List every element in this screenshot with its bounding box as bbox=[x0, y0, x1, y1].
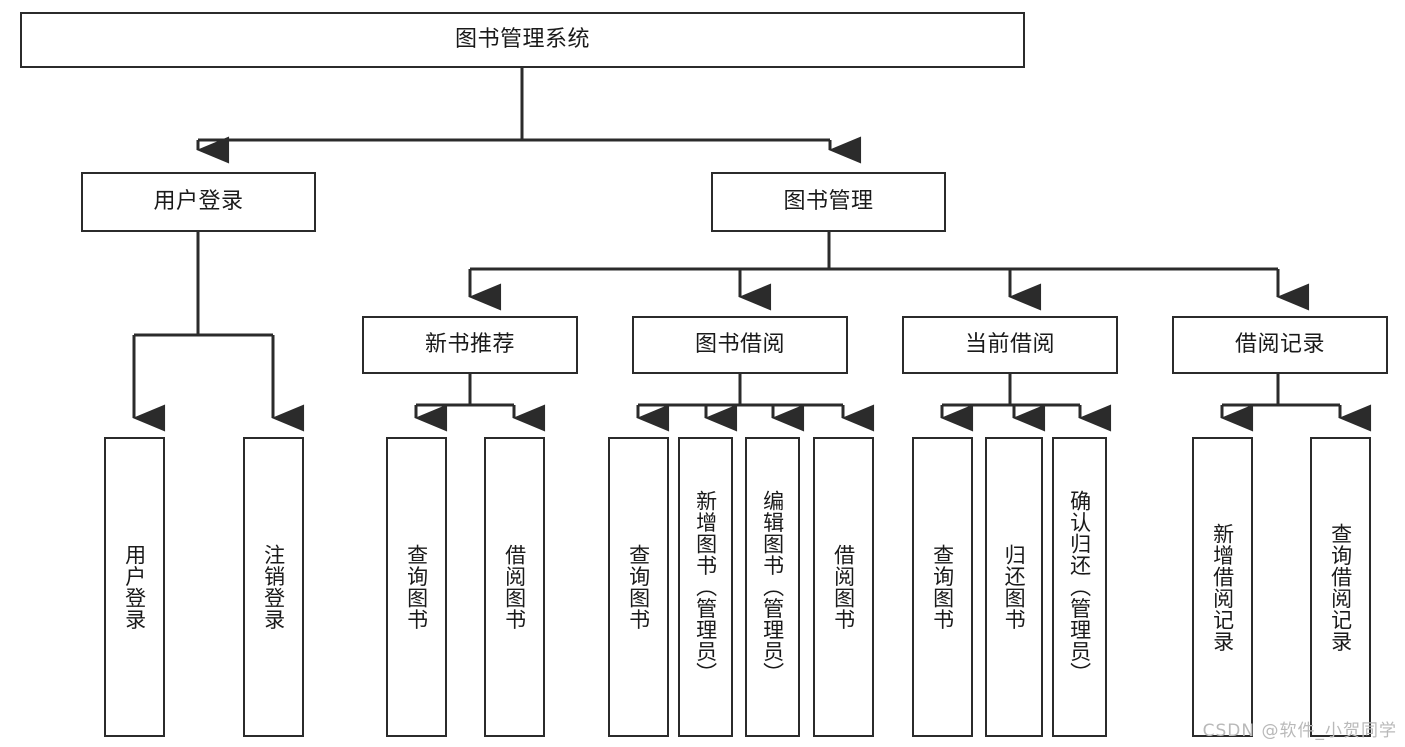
node-leaf-borrow-book-1-label: 借阅图书 bbox=[502, 544, 527, 630]
node-leaf-add-borrow-record-label: 新增借阅记录 bbox=[1210, 522, 1235, 652]
node-new-book-recommend-label: 新书推荐 bbox=[424, 331, 515, 357]
node-root[interactable]: 图书管理系统 bbox=[20, 12, 1025, 68]
node-leaf-borrow-book-1[interactable]: 借阅图书 bbox=[484, 437, 545, 737]
node-leaf-edit-book-admin-label: 编辑图书（管理员） bbox=[760, 490, 785, 684]
node-leaf-query-borrow-record-label: 查询借阅记录 bbox=[1328, 522, 1353, 652]
node-leaf-query-book-2-label: 查询图书 bbox=[626, 544, 651, 630]
node-borrow-record-label: 借阅记录 bbox=[1234, 331, 1325, 357]
node-leaf-query-book-2[interactable]: 查询图书 bbox=[608, 437, 669, 737]
node-leaf-edit-book-admin[interactable]: 编辑图书（管理员） bbox=[745, 437, 800, 737]
node-leaf-query-book-3[interactable]: 查询图书 bbox=[912, 437, 973, 737]
node-leaf-confirm-return-admin-label: 确认归还（管理员） bbox=[1067, 490, 1092, 684]
node-current-borrow-label: 当前借阅 bbox=[964, 331, 1055, 357]
node-book-borrow[interactable]: 图书借阅 bbox=[632, 316, 848, 374]
node-leaf-return-book[interactable]: 归还图书 bbox=[985, 437, 1043, 737]
node-leaf-borrow-book-2[interactable]: 借阅图书 bbox=[813, 437, 874, 737]
node-leaf-query-book-3-label: 查询图书 bbox=[930, 544, 955, 630]
node-user-login[interactable]: 用户登录 bbox=[81, 172, 316, 232]
node-borrow-record[interactable]: 借阅记录 bbox=[1172, 316, 1388, 374]
node-user-login-label: 用户登录 bbox=[153, 188, 244, 214]
node-book-borrow-label: 图书借阅 bbox=[694, 331, 785, 357]
node-leaf-query-borrow-record[interactable]: 查询借阅记录 bbox=[1310, 437, 1371, 737]
node-book-management-label: 图书管理 bbox=[783, 188, 874, 214]
node-current-borrow[interactable]: 当前借阅 bbox=[902, 316, 1118, 374]
node-leaf-user-login[interactable]: 用户登录 bbox=[104, 437, 165, 737]
node-leaf-user-logout[interactable]: 注销登录 bbox=[243, 437, 304, 737]
node-leaf-return-book-label: 归还图书 bbox=[1002, 544, 1027, 630]
node-leaf-add-book-admin[interactable]: 新增图书（管理员） bbox=[678, 437, 733, 737]
node-leaf-confirm-return-admin[interactable]: 确认归还（管理员） bbox=[1052, 437, 1107, 737]
node-leaf-add-borrow-record[interactable]: 新增借阅记录 bbox=[1192, 437, 1253, 737]
watermark-text: CSDN @软件_小贺同学 bbox=[1202, 721, 1397, 741]
node-book-management[interactable]: 图书管理 bbox=[711, 172, 946, 232]
node-leaf-add-book-admin-label: 新增图书（管理员） bbox=[693, 490, 718, 684]
node-leaf-query-book-1-label: 查询图书 bbox=[404, 544, 429, 630]
node-new-book-recommend[interactable]: 新书推荐 bbox=[362, 316, 578, 374]
node-leaf-query-book-1[interactable]: 查询图书 bbox=[386, 437, 447, 737]
node-root-label: 图书管理系统 bbox=[454, 26, 590, 52]
node-leaf-user-login-label: 用户登录 bbox=[122, 544, 147, 630]
node-leaf-borrow-book-2-label: 借阅图书 bbox=[831, 544, 856, 630]
node-leaf-user-logout-label: 注销登录 bbox=[261, 544, 286, 630]
